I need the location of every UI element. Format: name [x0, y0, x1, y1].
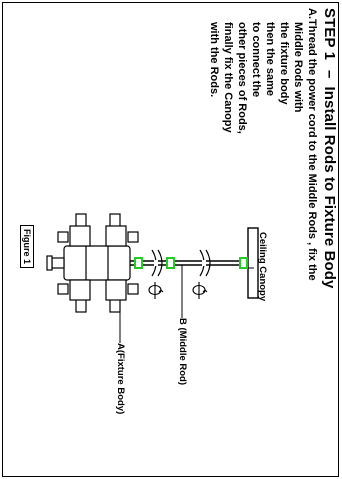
fixture-body: [46, 213, 139, 313]
rod-connector-top: [239, 257, 248, 269]
rod-connector-middle: [166, 257, 175, 269]
label-ceiling-canopy: Ceiling Canopy: [257, 232, 268, 302]
rotation-arrow-lower: [148, 282, 164, 299]
label-middle-rod: B (Middle Rod): [177, 318, 188, 386]
page-border: [2, 2, 339, 477]
figure-label: Figure 1: [20, 225, 34, 269]
rod-break-upper: [199, 249, 211, 277]
label-fixture-body: A(Fixture Body): [115, 343, 126, 415]
rod-connector-bottom: [134, 257, 143, 269]
rod-break-lower: [151, 249, 163, 277]
rotation-arrow-upper: [192, 282, 208, 299]
